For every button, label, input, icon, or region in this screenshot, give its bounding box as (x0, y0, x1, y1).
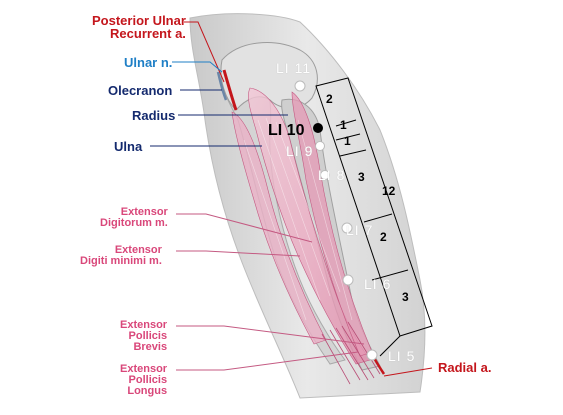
ext-digiti-minimi-line1: Extensor (114, 244, 162, 256)
ulna-label: Ulna (114, 139, 143, 154)
li11-point (294, 80, 306, 92)
measurement-ladder (315, 77, 433, 357)
extensor-digiti-minimi-muscle (231, 111, 327, 345)
extensor-pollicis-longus-label: Extensor Pollicis Longus (120, 364, 167, 397)
extensor-digiti-minimi-label: Extensor Digiti minimi m. (80, 245, 162, 267)
extensor-pollicis-muscle (291, 91, 373, 357)
li9-point (315, 141, 325, 151)
muscle-fibers (243, 117, 353, 321)
radial-artery-label: Radial a. (438, 360, 492, 375)
segment-2-upper: 2 (326, 92, 333, 106)
posterior-ulnar-line2: Recurrent a. (110, 26, 186, 41)
olecranon-label: Olecranon (108, 83, 173, 98)
segment-3-lower: 3 (402, 290, 409, 304)
li6-label: LI 6 (364, 276, 392, 292)
li11-label: LI 11 (276, 60, 312, 76)
posterior-ulnar-recurrent-artery (222, 69, 238, 111)
leader-lines (150, 21, 433, 377)
ext-pollicis-brevis-line3: Brevis (133, 341, 168, 353)
segment-1-upper: 1 (340, 118, 347, 132)
posterior-ulnar-line1: Posterior Ulnar (92, 13, 186, 28)
ext-pollicis-brevis-line2: Pollicis (128, 330, 168, 342)
li9-label: LI 9 (286, 143, 314, 159)
ext-digitorum-line1: Extensor (120, 206, 168, 218)
ext-pollicis-longus-line2: Pollicis (128, 374, 168, 386)
ext-digiti-minimi-line2: Digiti minimi m. (80, 255, 162, 267)
ulnar-nerve-label: Ulnar n. (124, 55, 173, 70)
ext-pollicis-brevis-line1: Extensor (120, 319, 168, 331)
li5-label: LI 5 (388, 348, 416, 364)
segment-12-total: 12 (382, 184, 396, 198)
extensor-digitorum-muscle (248, 87, 371, 365)
segment-3-upper: 3 (358, 170, 365, 184)
segment-1-lower: 1 (344, 134, 351, 148)
li10-point (313, 123, 323, 133)
ulnar-nerve (216, 71, 228, 101)
posterior-ulnar-recurrent-label: Posterior Ulnar Recurrent a. (92, 14, 186, 40)
ext-pollicis-longus-line1: Extensor (120, 363, 168, 375)
radius-label: Radius (132, 108, 176, 123)
li8-label: LI 8 (318, 167, 346, 183)
li5-point (366, 349, 378, 361)
li7-point (341, 222, 353, 234)
li6-point (342, 274, 354, 286)
extensor-pollicis-brevis-label: Extensor Pollicis Brevis (120, 320, 167, 353)
ext-digitorum-line2: Digitorum m. (100, 217, 168, 229)
segment-2-lower: 2 (380, 230, 387, 244)
extensor-digitorum-label: Extensor Digitorum m. (100, 207, 168, 229)
li7-label: LI 7 (346, 222, 374, 238)
li10-label: LI 10 (268, 122, 305, 139)
li8-point (320, 170, 330, 180)
ext-pollicis-longus-line3: Longus (127, 385, 168, 397)
